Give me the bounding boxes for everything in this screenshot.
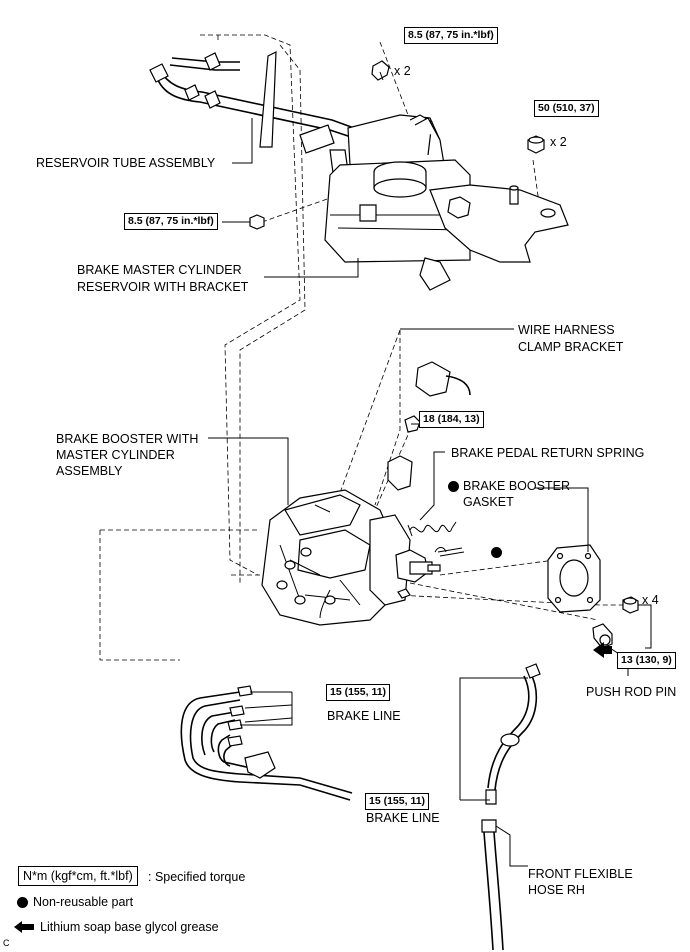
label-push-rod-pin: PUSH ROD PIN <box>586 685 677 699</box>
label-reservoir-bracket-line1: BRAKE MASTER CYLINDER <box>77 263 242 277</box>
grease-arrow-icon <box>14 921 34 933</box>
torque-box-15-right: 15 (155, 11) <box>365 793 430 810</box>
torque-box-top-bolt: 8.5 (87, 75 in.*lbf) <box>404 27 498 44</box>
legend-torque-box: N*m (kgf*cm, ft.*lbf) <box>18 866 138 886</box>
label-flex-hose-line2: HOSE RH <box>528 883 585 897</box>
label-booster-line1: BRAKE BOOSTER WITH <box>56 432 199 446</box>
front-flexible-hose <box>481 819 504 951</box>
brake-lines-left <box>180 685 353 801</box>
torque-box-15-left: 15 (155, 11) <box>326 684 391 701</box>
booster-gasket <box>547 544 601 613</box>
qty-nut-50: x 2 <box>550 135 567 149</box>
label-flex-hose-line1: FRONT FLEXIBLE <box>528 867 633 881</box>
label-brake-line-left: BRAKE LINE <box>327 709 401 723</box>
booster-fasteners <box>397 588 639 658</box>
qty-nut-13: x 4 <box>642 593 659 607</box>
legend-grease-text: Lithium soap base glycol grease <box>40 920 219 934</box>
brake-line-right <box>485 663 541 805</box>
reservoir-fasteners <box>249 60 545 230</box>
legend-nonreusable-text: Non-reusable part <box>33 895 134 909</box>
label-booster-line2: MASTER CYLINDER <box>56 448 175 462</box>
nonreusable-marker-spring <box>491 547 502 558</box>
master-cylinder-reservoir <box>324 114 569 291</box>
label-reservoir-tube-assembly: RESERVOIR TUBE ASSEMBLY <box>36 156 216 170</box>
torque-box-18: 18 (184, 13) <box>419 411 484 428</box>
label-wire-harness-line1: WIRE HARNESS <box>518 323 615 337</box>
label-brake-line-right: BRAKE LINE <box>366 811 440 825</box>
nonreusable-marker <box>448 481 459 492</box>
label-booster-line3: ASSEMBLY <box>56 464 123 478</box>
label-gasket-line1: BRAKE BOOSTER <box>463 479 570 493</box>
return-spring <box>407 521 465 557</box>
brake-booster-assembly <box>261 489 441 626</box>
torque-box-nut-50: 50 (510, 37) <box>534 100 599 117</box>
corner-mark: C <box>3 938 10 948</box>
label-return-spring: BRAKE PEDAL RETURN SPRING <box>451 446 645 460</box>
label-gasket-line2: GASKET <box>463 495 514 509</box>
legend-nonreusable-dot <box>17 897 28 908</box>
leader-lines <box>208 118 652 867</box>
label-reservoir-bracket-line2: RESERVOIR WITH BRACKET <box>77 280 249 294</box>
torque-box-left-bolt: 8.5 (87, 75 in.*lbf) <box>124 213 218 230</box>
qty-top-bolt: x 2 <box>394 64 411 78</box>
torque-box-13: 13 (130, 9) <box>617 652 676 669</box>
legend-torque-desc: : Specified torque <box>148 870 246 884</box>
label-wire-harness-line2: CLAMP BRACKET <box>518 340 624 354</box>
